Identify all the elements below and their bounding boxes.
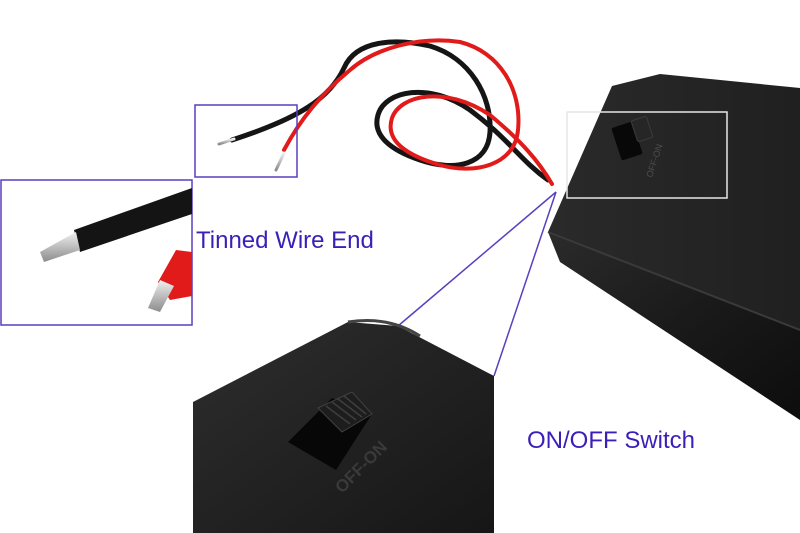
- zoom-connector-right: [493, 191, 557, 377]
- battery-case-edge: [547, 231, 800, 331]
- wire-zoom-callout: [0, 179, 193, 326]
- switch-highlight-box: [566, 111, 728, 199]
- main-switch-knob: [631, 116, 653, 142]
- black-wire-tin: [217, 137, 236, 146]
- switch-zoom-callout: OFF-ON: [193, 319, 494, 533]
- zoom-switch-knob: [317, 391, 373, 433]
- black-wire: [229, 39, 551, 183]
- wire-harness: [217, 38, 554, 186]
- zoom-black-tin: [40, 232, 80, 262]
- zoom-connector-left: [397, 191, 557, 327]
- battery-case-top-face: [548, 74, 800, 330]
- zoom-case-edge: [347, 319, 421, 338]
- wire-source-box: [194, 104, 298, 178]
- tinned-wire-label: Tinned Wire End: [196, 227, 374, 254]
- on-off-switch-label: ON/OFF Switch: [527, 427, 696, 454]
- battery-case: OFF-ON: [547, 74, 800, 420]
- battery-case-front-face: [548, 232, 800, 420]
- red-wire-tin: [274, 151, 286, 172]
- zoom-black-wire: [74, 188, 192, 252]
- zoom-red-tin: [148, 280, 174, 312]
- red-wire: [282, 38, 554, 186]
